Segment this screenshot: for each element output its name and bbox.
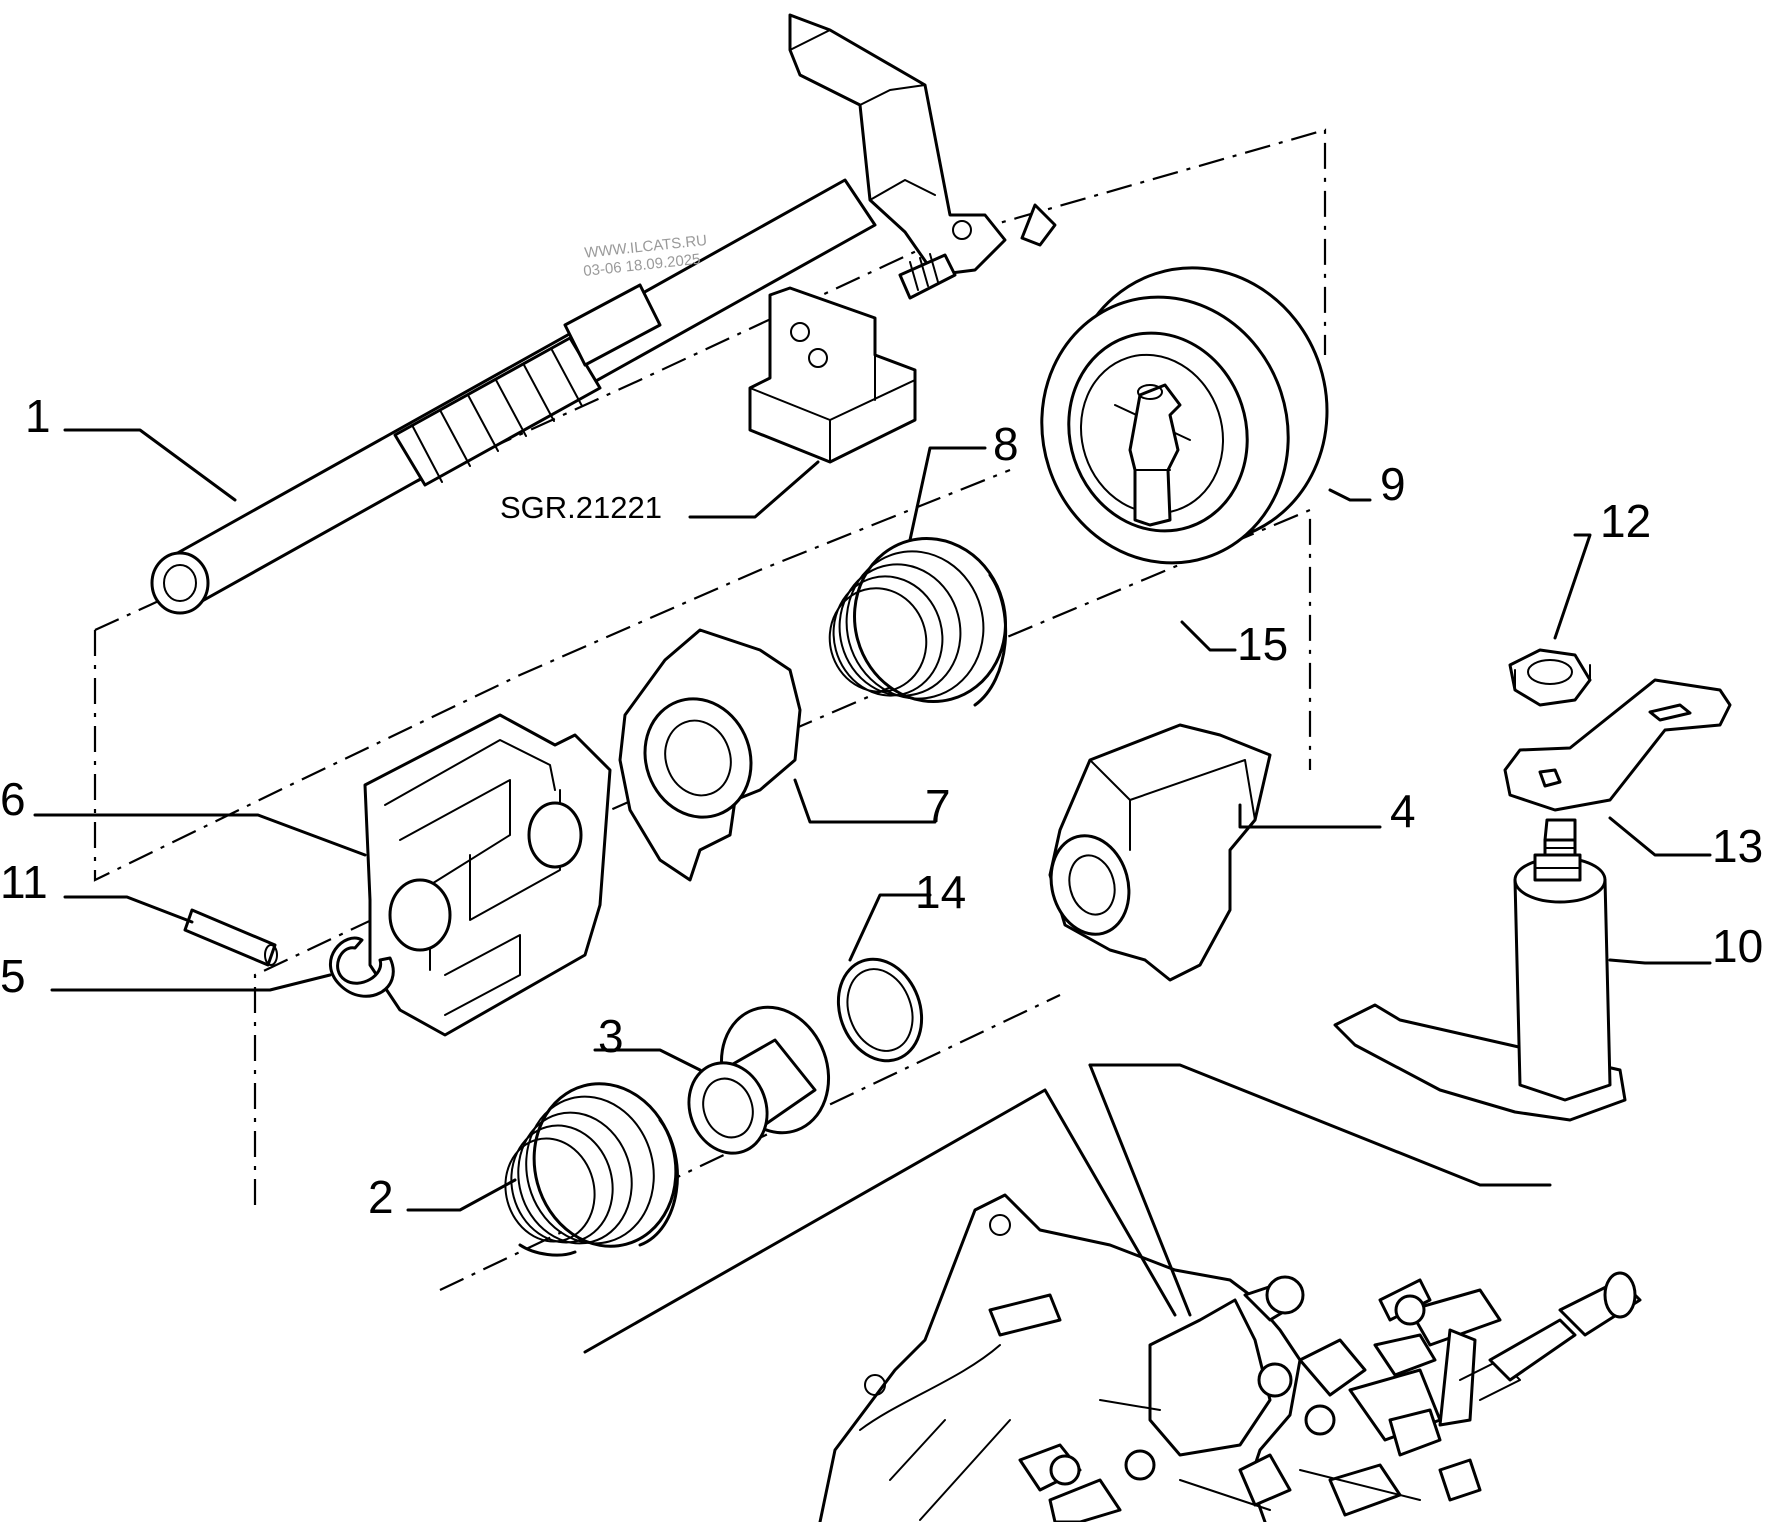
- part-roll-pin: [183, 908, 278, 967]
- callout-13: 13: [1712, 820, 1763, 872]
- callout-5: 5: [0, 950, 26, 1002]
- part-spring-lower: [504, 1082, 679, 1257]
- callout-9: 9: [1380, 458, 1406, 510]
- callout-4: 4: [1390, 785, 1416, 837]
- tool-part-code: SGR.21221: [500, 490, 662, 525]
- leader-lines: [33, 428, 1712, 1212]
- callout-14: 14: [915, 866, 966, 918]
- callout-6: 6: [0, 773, 26, 825]
- callout-2: 2: [368, 1171, 394, 1223]
- part-bush: [687, 1005, 831, 1155]
- part-pin: [1128, 383, 1182, 527]
- part-nut: [1508, 648, 1592, 707]
- callout-3: 3: [598, 1010, 624, 1062]
- part-lever-plate: [1503, 678, 1732, 812]
- part-shift-shaft: [150, 13, 1057, 615]
- part-guide-bush: [618, 628, 802, 882]
- callout-10: 10: [1712, 920, 1763, 972]
- part-selector-housing: [363, 713, 612, 1037]
- part-gearbox-assembly: [818, 1193, 1642, 1524]
- part-tool-sgr21221: [748, 286, 917, 464]
- callout-labels: 1 2 3 4 5 6 7 8 9 10 11 12 13 14 15: [0, 390, 1763, 1223]
- part-spring-upper: [828, 536, 1008, 707]
- callout-8: 8: [993, 418, 1019, 470]
- part-circlip: [329, 936, 395, 998]
- callout-11: 11: [0, 856, 48, 908]
- detail-pointer-lines: [583, 1063, 1552, 1354]
- callout-7: 7: [925, 780, 951, 832]
- part-o-ring: [836, 957, 924, 1063]
- callout-15: 15: [1237, 618, 1288, 670]
- callout-1: 1: [25, 390, 51, 442]
- callout-12: 12: [1600, 495, 1651, 547]
- part-selector-lever: [1333, 818, 1627, 1122]
- part-shift-finger: [1048, 723, 1272, 982]
